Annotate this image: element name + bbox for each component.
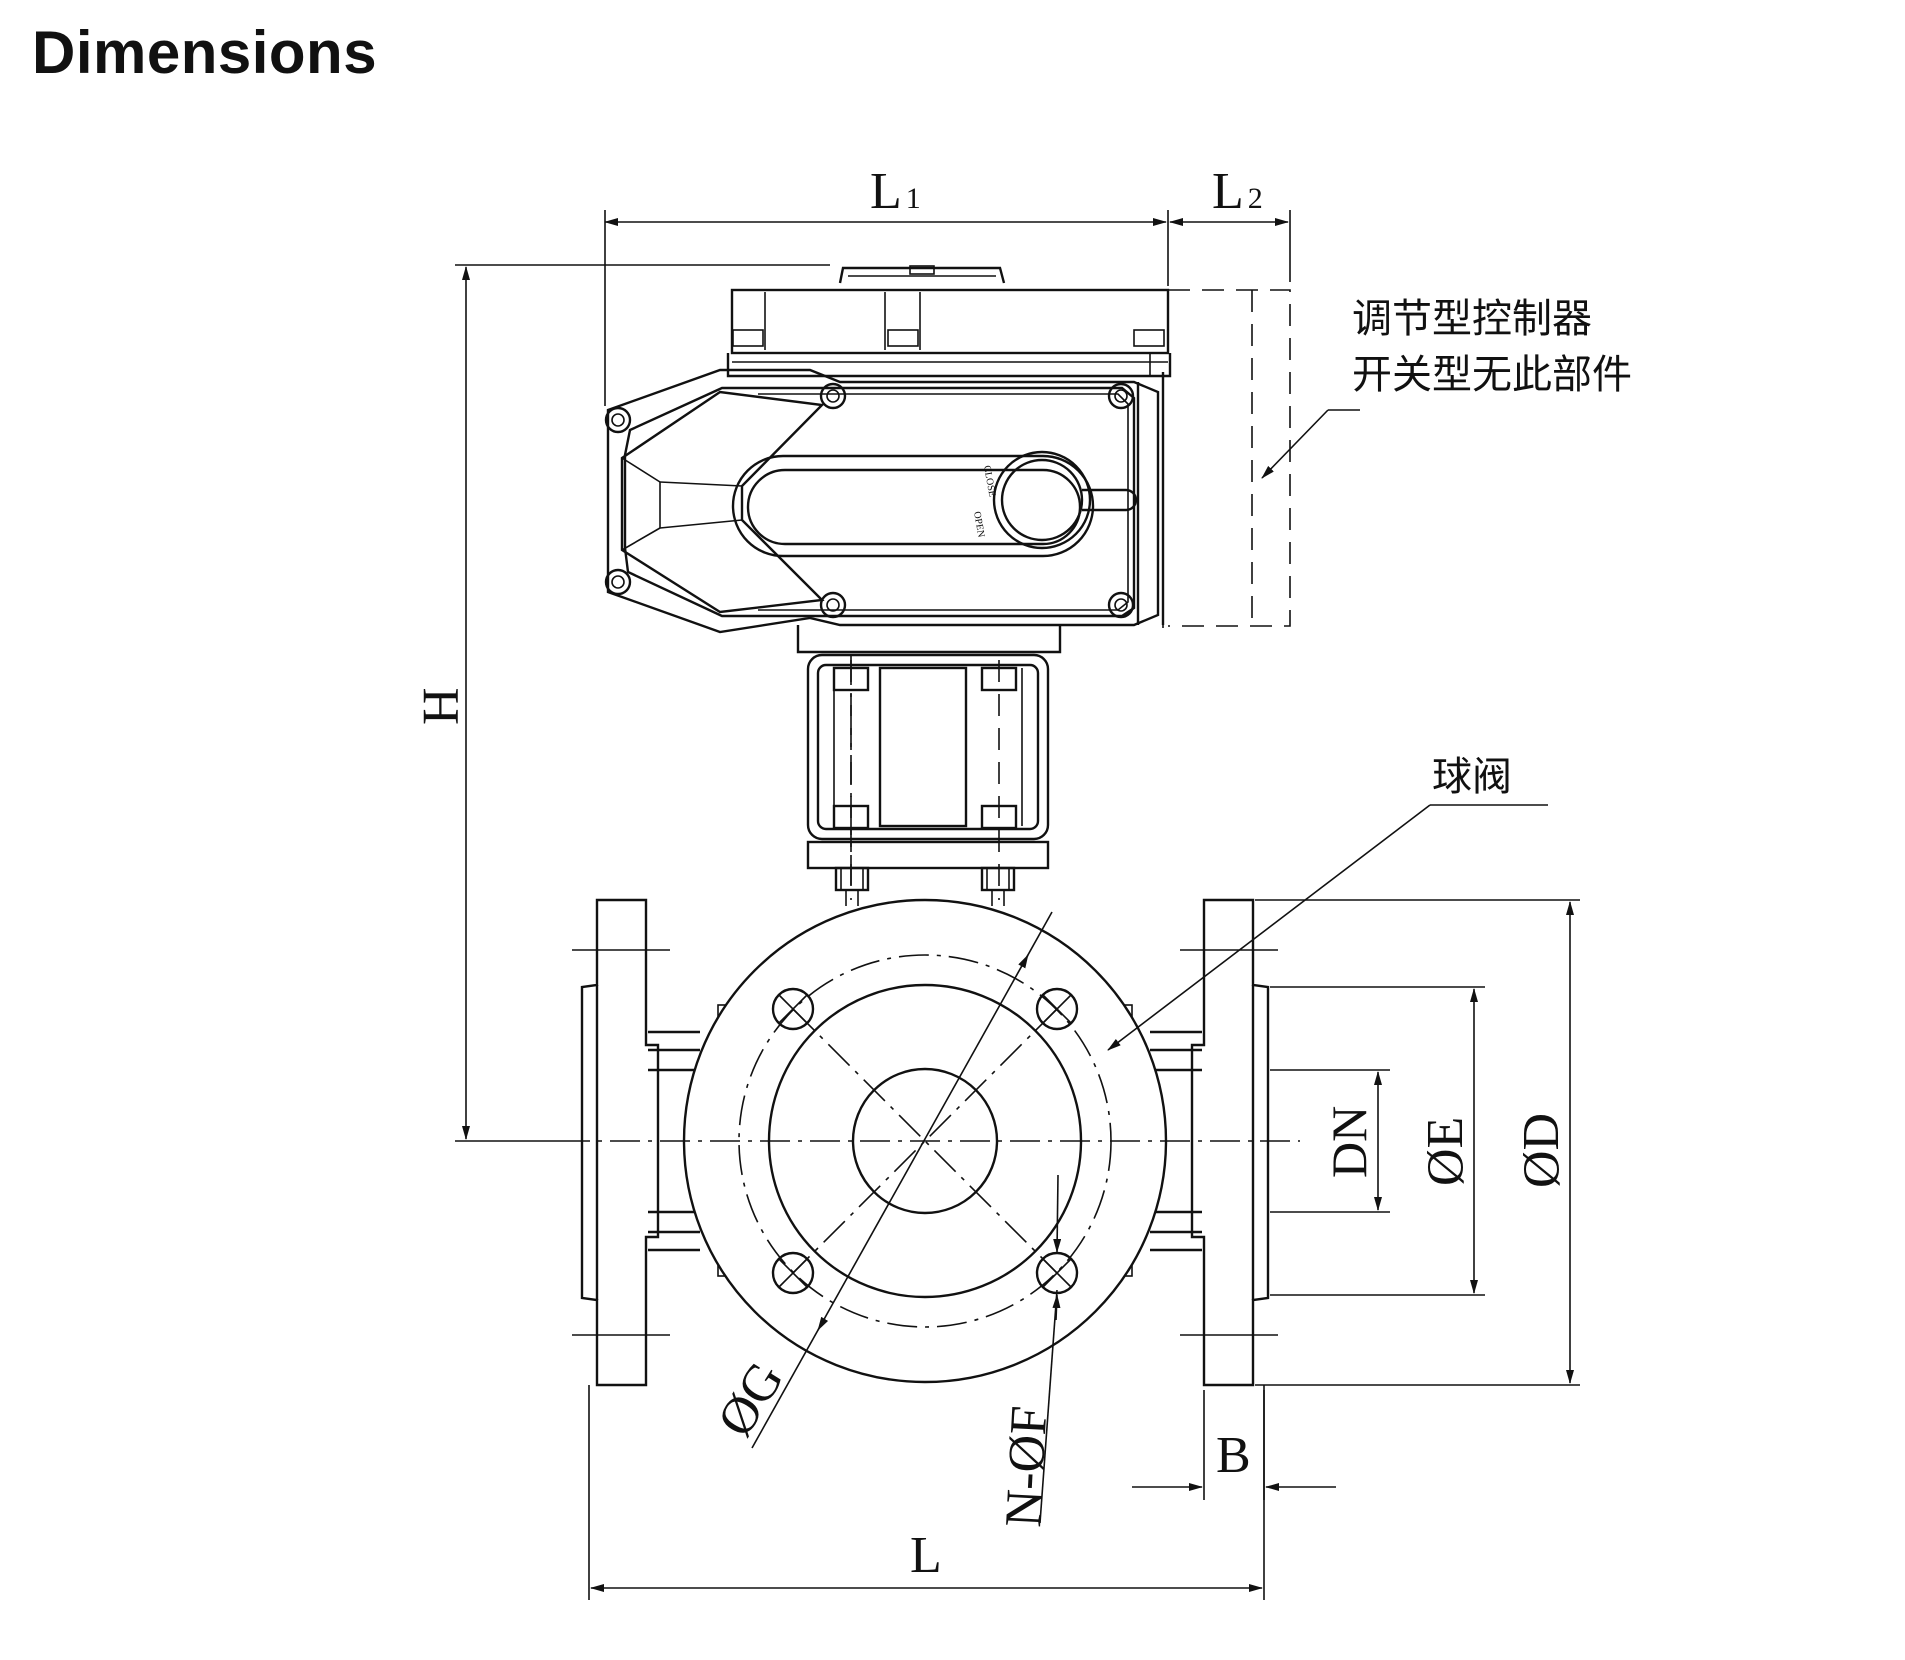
mounting-bracket xyxy=(806,653,1050,906)
electric-actuator: CLOSE OPEN xyxy=(604,265,1172,654)
note-switch-type-no-part: 开关型无此部件 xyxy=(1352,352,1632,398)
dim-d-label: ØD xyxy=(1513,1113,1570,1188)
note-regulating-controller: 调节型控制器 xyxy=(1352,296,1592,342)
actuator-screw xyxy=(604,406,632,434)
callout-notes: 调节型控制器 开关型无此部件 球阀 xyxy=(1107,296,1632,1051)
dim-dn-label: DN xyxy=(1321,1106,1377,1178)
actuator-screw xyxy=(819,591,847,619)
actuator-screw xyxy=(1107,591,1135,619)
dim-b-label: B xyxy=(1216,1427,1251,1484)
actuator-screw xyxy=(604,568,632,596)
dim-g-label: ØG xyxy=(707,1352,795,1446)
dim-e-label: ØE xyxy=(1417,1117,1474,1186)
dim-nf-label: N-ØF xyxy=(995,1404,1058,1528)
actuator-close-label: CLOSE xyxy=(981,465,997,498)
page-title: Dimensions xyxy=(32,19,378,86)
actuator-screw xyxy=(819,382,847,410)
note-ball-valve: 球阀 xyxy=(1432,754,1512,800)
ball-valve-body xyxy=(560,898,1300,1387)
dim-h-label: H xyxy=(413,687,470,725)
actuator-open-label: OPEN xyxy=(971,511,986,539)
actuator-screw xyxy=(1107,382,1135,410)
dim-l-label: L xyxy=(910,1527,942,1584)
